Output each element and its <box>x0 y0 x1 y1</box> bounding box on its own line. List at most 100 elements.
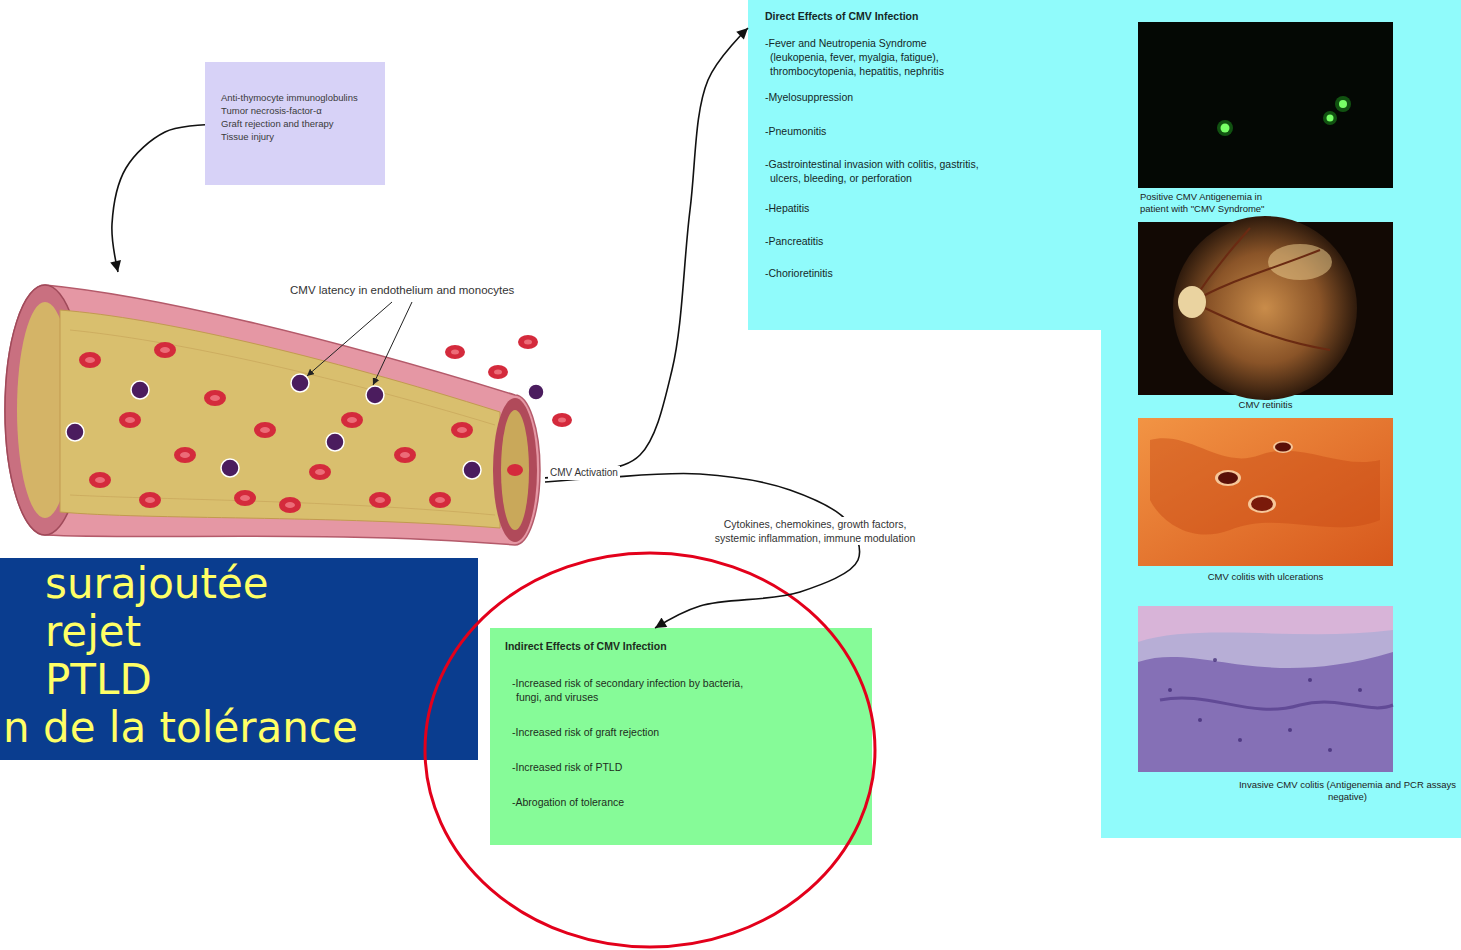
histology-photo <box>1138 652 1393 772</box>
retinitis-photo <box>1178 286 1206 318</box>
antigenemia-photo <box>1138 22 1393 188</box>
retinitis-photo <box>1138 216 1393 400</box>
colitis-photo <box>1215 470 1241 486</box>
text-slot: CMV Activation <box>548 466 620 480</box>
monocyte <box>131 381 149 399</box>
red-blood-cell-centre <box>210 395 220 401</box>
direct-effect-text: -Chorioretinitis <box>765 266 980 280</box>
histology-photo <box>1238 738 1242 742</box>
text-slot: Direct Effects of CMV Infection <box>765 9 1015 23</box>
red-blood-cell-centre <box>240 495 250 501</box>
colitis-photo <box>1150 438 1380 534</box>
red-blood-cell <box>174 447 196 463</box>
red-blood-cell-centre <box>494 370 502 375</box>
histology-photo <box>1213 658 1217 662</box>
text-slot: -Hepatitis <box>765 201 980 215</box>
red-blood-cell <box>369 492 391 508</box>
cause-text: Graft rejection and therapy <box>221 117 379 130</box>
colitis-photo <box>1251 497 1273 511</box>
histology-photo <box>1138 606 1393 642</box>
monocyte <box>528 384 544 400</box>
summary-line: surajoutée <box>45 560 478 608</box>
text-slot: -Pancreatitis <box>765 234 980 248</box>
red-blood-cell-centre <box>160 347 170 353</box>
red-blood-cell <box>309 464 331 480</box>
blood-vessel <box>501 410 529 530</box>
histology-photo <box>1160 698 1393 709</box>
blood-vessel <box>5 285 540 545</box>
red-blood-cell <box>552 413 572 427</box>
colitis-photo <box>1138 418 1393 566</box>
text-slot: Invasive CMV colitis (Antigenemia and PC… <box>1235 779 1460 803</box>
red-blood-cell-centre <box>145 497 155 503</box>
text-slot: -Chorioretinitis <box>765 266 980 280</box>
leader-line <box>307 302 392 376</box>
curved-arrow <box>545 28 748 478</box>
text-slot: -Gastrointestinal invasion with colitis,… <box>765 157 1007 185</box>
summary-line: PTLD <box>45 656 478 704</box>
direct-effect-text: -Fever and Neutropenia Syndrome (leukope… <box>765 36 980 78</box>
histology-photo <box>1168 688 1172 692</box>
histology-photo <box>1288 728 1292 732</box>
monocyte <box>221 459 239 477</box>
histology-photo <box>1358 688 1362 692</box>
colitis-photo <box>1275 443 1291 452</box>
text-slot: CMV retinitis <box>1138 399 1393 411</box>
antigenemia-photo <box>1323 111 1337 125</box>
monocyte <box>366 386 384 404</box>
text-slot: Cytokines, chemokines, growth factors, s… <box>705 517 925 545</box>
text-slot: -Fever and Neutropenia Syndrome (leukope… <box>765 36 980 78</box>
indirect-effect-text: -Increased risk of graft rejection <box>512 725 761 739</box>
red-blood-cell-centre <box>451 350 459 355</box>
antigenemia-photo <box>1138 22 1393 188</box>
red-blood-cell <box>204 390 226 406</box>
red-blood-cell-centre <box>524 340 532 345</box>
cause-text: Tumor necrosis-factor-α <box>221 104 379 117</box>
red-blood-cell-centre <box>85 340 566 509</box>
flow-label: CMV Activation <box>548 466 620 480</box>
edge-label: Cytokines, chemokines, growth factors, s… <box>705 517 925 545</box>
red-blood-cell <box>279 497 301 513</box>
red-blood-cell-centre <box>95 477 105 483</box>
red-blood-cell-centre <box>457 427 467 433</box>
red-blood-cell-centre <box>435 497 445 503</box>
direct-effect-text: CMV retinitis <box>1138 399 1393 411</box>
red-blood-cell <box>139 492 161 508</box>
red-blood-cell <box>488 365 508 379</box>
red-blood-cell-centre <box>180 452 190 458</box>
indirect-effect-text: Indirect Effects of CMV Infection <box>505 639 858 653</box>
direct-effect-text: -Gastrointestinal invasion with colitis,… <box>765 157 1007 185</box>
direct-effect-text: -Pneumonitis <box>765 124 980 138</box>
indirect-effect-text: -Increased risk of secondary infection b… <box>512 676 761 704</box>
red-blood-cell-centre <box>315 469 325 475</box>
blood-vessel <box>493 398 537 542</box>
colitis-photo <box>1138 418 1393 566</box>
monocyte <box>66 423 84 441</box>
french-summary-box: surajoutéerejetPTLDn de la tolérance <box>0 558 478 760</box>
leader-line <box>307 302 412 385</box>
red-blood-cell-centre <box>85 357 95 363</box>
red-blood-cell-centre <box>347 417 357 423</box>
histology-photo <box>1168 658 1362 752</box>
red-blood-cell <box>507 464 523 476</box>
colitis-photo <box>1248 495 1276 513</box>
red-blood-cell <box>254 422 276 438</box>
monocyte <box>326 433 344 451</box>
red-blood-cell <box>341 412 363 428</box>
colitis-photo <box>1218 472 1238 484</box>
direct-effect-text: -Hepatitis <box>765 201 980 215</box>
text-slot: -Pneumonitis <box>765 124 980 138</box>
direct-effect-text: -Pancreatitis <box>765 234 980 248</box>
monocyte <box>66 374 544 479</box>
histology-photo <box>1198 718 1202 722</box>
indirect-effect-text: -Increased risk of PTLD <box>512 760 761 774</box>
red-blood-cell <box>154 342 176 358</box>
red-blood-cell <box>394 447 416 463</box>
retinitis-photo <box>1268 244 1332 280</box>
curved-arrow <box>545 473 860 628</box>
text-slot: CMV latency in endothelium and monocytes <box>290 283 540 297</box>
direct-effect-text: Direct Effects of CMV Infection <box>765 9 1015 23</box>
direct-effect-text: Positive CMV Antigenemia in patient with… <box>1140 191 1290 215</box>
colitis-photo <box>1273 441 1293 453</box>
